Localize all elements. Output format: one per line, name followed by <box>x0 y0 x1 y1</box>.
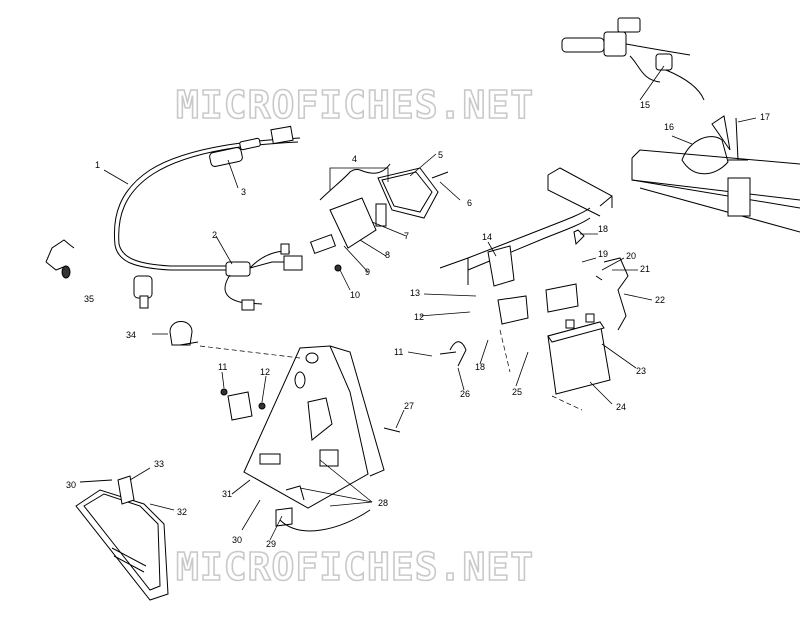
switch-assembly <box>133 275 199 346</box>
callout-32: 32 <box>177 507 187 517</box>
headlight-assembly <box>309 163 449 272</box>
callout-20: 20 <box>626 251 636 261</box>
callout-29: 29 <box>266 539 276 549</box>
callout-11-lower: 11 <box>218 362 227 372</box>
callout-14: 14 <box>482 232 492 242</box>
callout-22: 22 <box>655 295 665 305</box>
callout-5: 5 <box>438 150 443 160</box>
watermark-bottom: MICROFICHES.NET <box>176 545 534 589</box>
callout-12-lower: 12 <box>260 367 270 377</box>
callout-19: 19 <box>598 249 608 259</box>
callout-34: 34 <box>126 330 136 340</box>
callout-18-lower: 18 <box>475 362 485 372</box>
callout-25: 25 <box>512 387 522 397</box>
battery-box <box>439 229 629 411</box>
callout-3: 3 <box>241 187 246 197</box>
callout-35: 35 <box>84 294 94 304</box>
callout-21: 21 <box>640 264 650 274</box>
callout-4: 4 <box>352 154 357 164</box>
callout-17: 17 <box>760 112 770 122</box>
callout-2: 2 <box>212 230 217 240</box>
frame <box>439 149 800 285</box>
watermark-top: MICROFICHES.NET <box>176 83 534 127</box>
callout-15: 15 <box>640 100 650 110</box>
callout-1: 1 <box>95 160 100 170</box>
handlebar-switch <box>561 17 705 101</box>
wiring-harness <box>113 125 303 311</box>
callout-31: 31 <box>222 489 232 499</box>
callout-27: 27 <box>404 401 414 411</box>
callout-10: 10 <box>350 290 360 300</box>
leader-lines <box>103 65 757 541</box>
callout-16: 16 <box>664 122 674 132</box>
callout-9: 9 <box>365 267 370 277</box>
callout-28: 28 <box>378 498 388 508</box>
callout-labels: 1 2 3 4 5 6 7 8 9 10 11 11 12 12 13 14 1… <box>66 100 770 549</box>
callout-30-upper: 30 <box>66 480 76 490</box>
callout-12-upper: 12 <box>414 312 424 322</box>
horn <box>681 115 748 175</box>
callout-7: 7 <box>404 231 409 241</box>
mounting-panel <box>199 345 401 532</box>
callout-11-upper: 11 <box>394 347 403 357</box>
callout-6: 6 <box>467 198 472 208</box>
license-bracket <box>75 475 169 601</box>
callout-8: 8 <box>385 250 390 260</box>
callout-33: 33 <box>154 459 164 469</box>
callout-18-upper: 18 <box>598 224 608 234</box>
callout-24: 24 <box>616 402 626 412</box>
callout-23: 23 <box>636 366 646 376</box>
callout-26: 26 <box>460 389 470 399</box>
callout-30-lower: 30 <box>232 535 242 545</box>
relay-bracket <box>45 239 75 279</box>
callout-13: 13 <box>410 288 420 298</box>
